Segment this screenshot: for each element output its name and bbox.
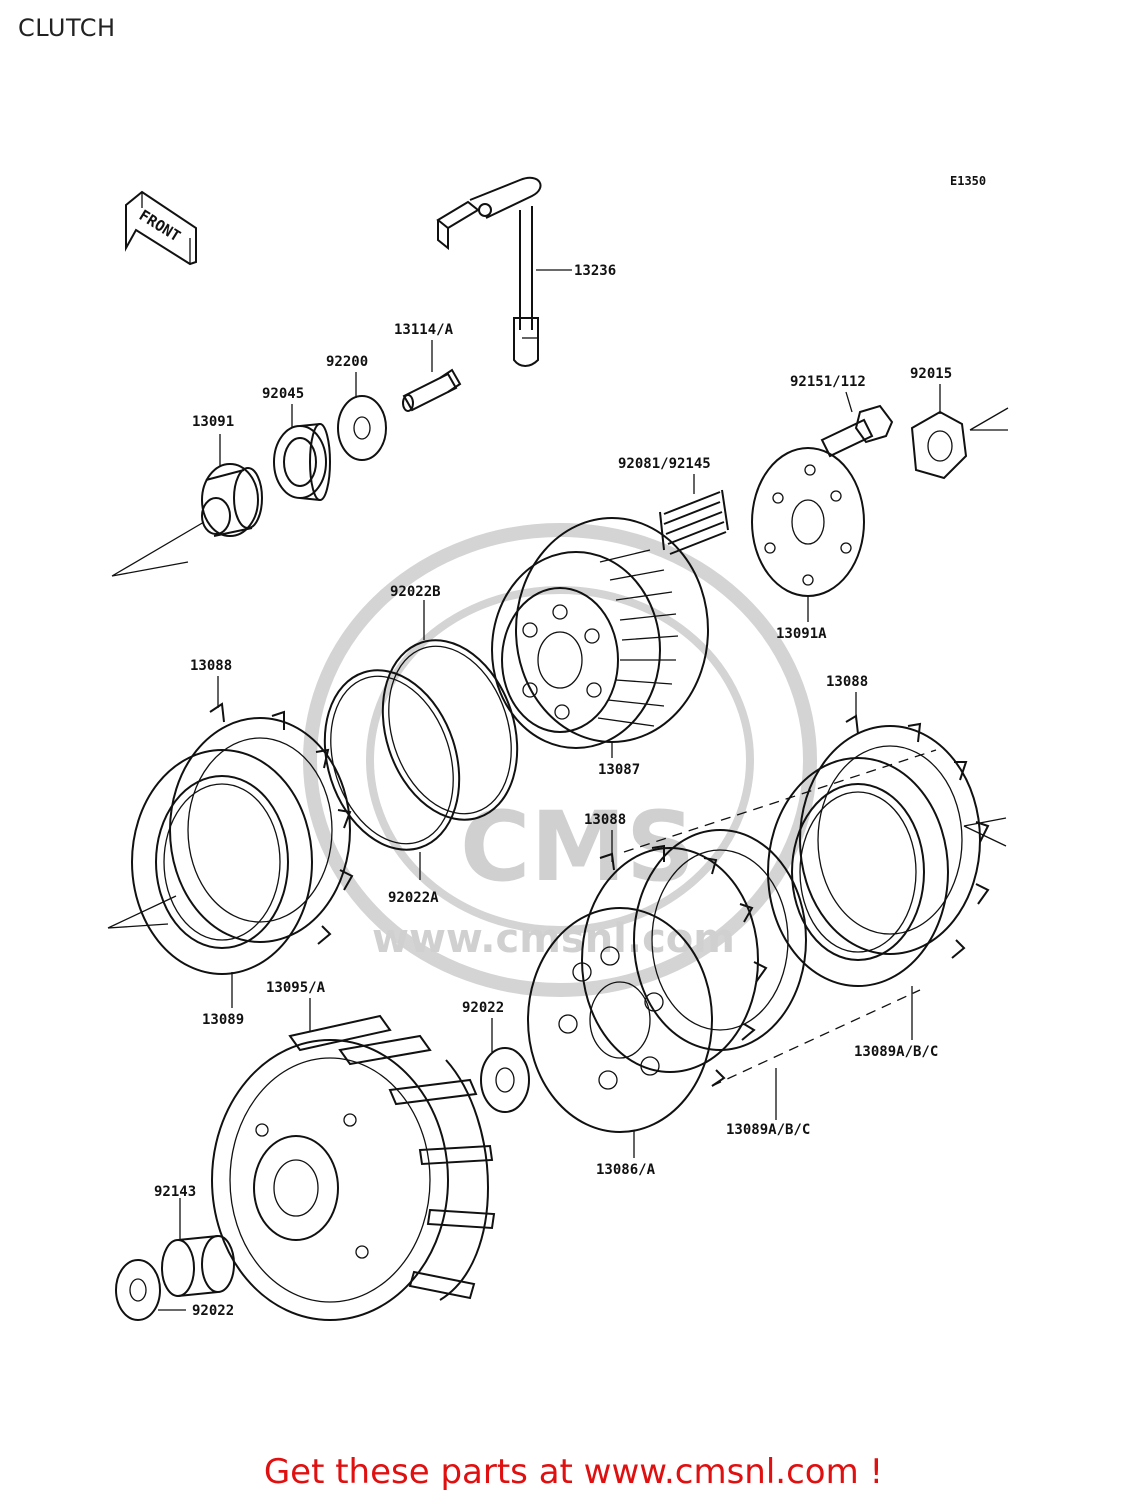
- part-label-92022A: 92022A: [388, 890, 439, 906]
- part-13236-release-shaft: [436, 177, 542, 367]
- page-title: CLUTCH: [18, 14, 116, 42]
- front-arrow-icon: FRONT: [125, 190, 197, 266]
- part-label-92045: 92045: [262, 386, 304, 402]
- part-92200-washer: [337, 395, 387, 461]
- front-label: FRONT: [136, 206, 184, 245]
- part-13089-steel-plate-left: [131, 749, 313, 975]
- part-label-92022B: 92022B: [390, 584, 441, 600]
- footer-parts-link[interactable]: Get these parts at www.cmsnl.com !: [263, 1452, 884, 1492]
- part-label-13086A: 13086/A: [596, 1162, 656, 1178]
- part-label-92200: 92200: [326, 354, 368, 370]
- part-label-13089ABC-right: 13089A/B/C: [854, 1044, 938, 1060]
- part-13088-friction-plate-left: [169, 702, 354, 945]
- part-label-13089: 13089: [202, 1012, 244, 1028]
- part-label-13091A: 13091A: [776, 626, 827, 642]
- part-label-13114A: 13114/A: [394, 322, 454, 338]
- part-label-13088-left: 13088: [190, 658, 232, 674]
- part-label-92143: 92143: [154, 1184, 196, 1200]
- part-label-13091: 13091: [192, 414, 234, 430]
- part-label-13088-center: 13088: [584, 812, 626, 828]
- part-13095-clutch-housing: [211, 1014, 496, 1321]
- clutch-exploded-diagram: CMS www.cmsnl.com E1350 FRONT: [107, 174, 1009, 1321]
- part-92015-nut: [910, 410, 968, 480]
- alignment-lines: [107, 407, 1009, 1087]
- part-92143-sleeve: [161, 1235, 235, 1297]
- part-label-92015: 92015: [910, 366, 952, 382]
- part-13086-pressure-plate: [527, 907, 713, 1133]
- part-92045-bearing: [273, 423, 331, 501]
- part-label-13089ABC-center: 13089A/B/C: [726, 1122, 810, 1138]
- part-label-13088-right: 13088: [826, 674, 868, 690]
- part-13091A-plate: [751, 447, 865, 597]
- part-92022-washer-bottom: [115, 1259, 161, 1321]
- part-13114-push-rod: [402, 368, 462, 412]
- part-13089A-steel-plate-right: [767, 757, 949, 987]
- part-label-13095A: 13095/A: [266, 980, 326, 996]
- part-label-92081: 92081/92145: [618, 456, 711, 472]
- part-92022-washer-center: [480, 1047, 530, 1113]
- part-92022B-ring: [381, 639, 519, 821]
- part-13089A-steel-plate-center: [633, 829, 807, 1051]
- part-92022A-ring: [323, 669, 461, 851]
- part-label-13236: 13236: [574, 263, 616, 279]
- part-labels: 13236 13114/A 92200 92045 13091 92151/11…: [154, 263, 952, 1319]
- part-label-13087: 13087: [598, 762, 640, 778]
- part-92151-bolt: [820, 404, 894, 458]
- part-13091-collar: [201, 463, 263, 537]
- part-13088-friction-plate-right: [799, 714, 990, 959]
- part-label-92022-center: 92022: [462, 1000, 504, 1016]
- watermark: CMS www.cmsnl.com: [303, 523, 817, 997]
- watermark-site: www.cmsnl.com: [372, 916, 735, 962]
- leader-lines: [158, 269, 941, 1311]
- part-92081-spring: [659, 489, 729, 555]
- part-label-92151: 92151/112: [790, 374, 866, 390]
- part-label-92022-bottom: 92022: [192, 1303, 234, 1319]
- diagram-code: E1350: [950, 174, 986, 188]
